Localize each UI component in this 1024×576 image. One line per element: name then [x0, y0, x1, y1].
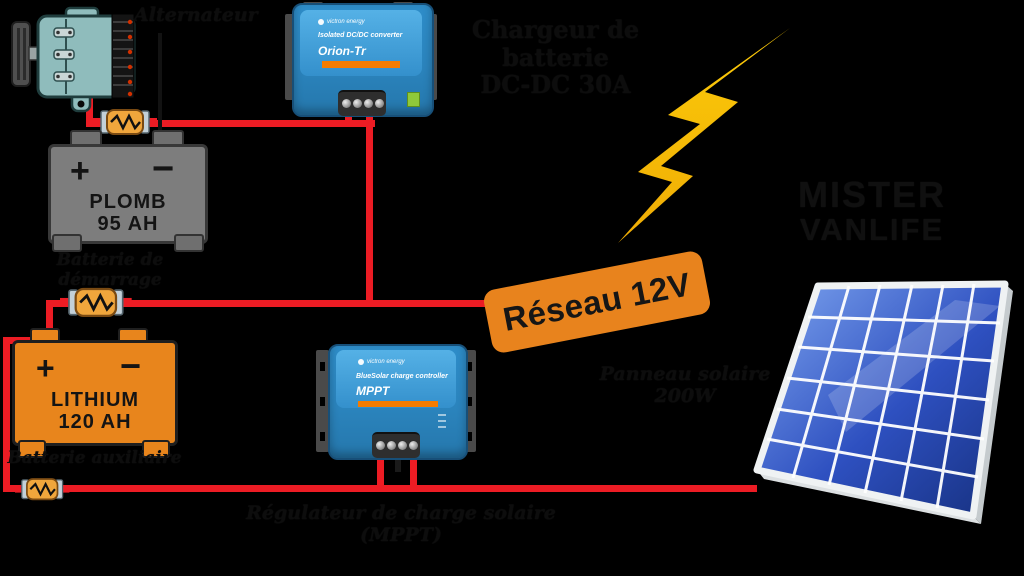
- logo-line2: VANLIFE: [799, 211, 945, 247]
- device-model: MPPT: [356, 384, 390, 398]
- victron-logo-icon: [358, 359, 364, 365]
- wire-mppt-pv-drop: [410, 454, 417, 488]
- victron-brand: victron energy: [318, 19, 365, 25]
- bracket-hole: [320, 397, 325, 406]
- minus-sign: −: [152, 148, 175, 190]
- brand-text: victron energy: [327, 19, 365, 25]
- battery-name: PLOMB: [89, 191, 167, 213]
- solar-label-line2: 200W: [654, 384, 716, 407]
- solar-label-line1: Panneau solaire: [599, 363, 771, 385]
- wire-lithium-plus-drop: [46, 300, 53, 336]
- victron-brand: victron energy: [358, 359, 405, 365]
- orion-dcdc-converter: victron energy Isolated DC/DC converter …: [285, 2, 437, 117]
- badge-label: Réseau 12V: [481, 249, 713, 355]
- device-subtitle: BlueSolar charge controller: [356, 373, 448, 380]
- mounting-bracket: [316, 350, 329, 452]
- wire-top-main: [86, 120, 375, 127]
- wire-mppt-battery-drop: [377, 454, 384, 488]
- battery-foot: [142, 440, 170, 458]
- orange-stripe: [322, 61, 400, 68]
- aux-battery-label: Batterie auxiliaire: [7, 448, 182, 468]
- bracket-hole: [320, 432, 325, 441]
- wire-mid-main: [52, 300, 490, 307]
- wire-orion-to-12v: [366, 110, 373, 306]
- terminal-screw: [398, 441, 407, 450]
- battery-capacity: 95 AH: [97, 213, 159, 235]
- terminal-screw: [342, 99, 351, 108]
- title-line1: Chargeur de batterie: [471, 15, 640, 72]
- victron-logo-icon: [318, 19, 324, 25]
- label-sticker: [407, 92, 420, 107]
- orange-stripe: [358, 401, 438, 407]
- plus-sign: +: [70, 152, 90, 190]
- terminal-screw: [375, 99, 384, 108]
- mppt-label: Régulateur de charge solaire (MPPT): [246, 502, 556, 546]
- auxiliary-battery: + − LITHIUM 120 AH: [12, 328, 178, 458]
- battery-foot: [52, 234, 82, 252]
- mounting-ear: [285, 14, 295, 100]
- terminal-screw: [353, 99, 362, 108]
- wire-bottom-main: [3, 485, 757, 492]
- battery-foot: [174, 234, 204, 252]
- terminal-screw: [376, 441, 385, 450]
- fuse-icon: [15, 478, 70, 501]
- diagram-title: Chargeur de batterie DC-DC 30A: [438, 16, 673, 99]
- alternator-label: Alternateur: [134, 4, 258, 26]
- battery-capacity: 120 AH: [58, 411, 132, 433]
- solar-panel-icon: [753, 280, 1013, 524]
- terminal-screw: [364, 99, 373, 108]
- brand-text: victron energy: [367, 359, 405, 365]
- reseau-12v-badge: Réseau 12V: [481, 249, 713, 355]
- battery-body: [12, 340, 178, 446]
- solar-panel-label: Panneau solaire 200W: [590, 363, 780, 408]
- title-line2: DC-DC 30A: [480, 70, 631, 100]
- fuse-icon: [93, 109, 157, 135]
- battery-name: LITHIUM: [50, 389, 140, 411]
- device-subtitle: Isolated DC/DC converter: [318, 32, 403, 39]
- bracket-hole: [467, 432, 472, 441]
- logo-line1: MISTER: [797, 174, 946, 215]
- fuse-icon: [60, 287, 132, 318]
- minus-sign: −: [120, 345, 142, 386]
- mppt-charge-controller: victron energy BlueSolar charge controll…: [316, 342, 476, 460]
- plus-sign: +: [36, 350, 55, 386]
- bracket-hole: [467, 362, 472, 371]
- terminal-block: [338, 90, 386, 116]
- device-model: Orion-Tr: [318, 44, 366, 58]
- device-facia: [336, 350, 456, 408]
- battery-foot: [18, 440, 46, 458]
- terminal-screw: [387, 441, 396, 450]
- terminal-block: [372, 432, 420, 458]
- indicator-marks: [438, 414, 446, 428]
- battery-body: [48, 144, 208, 244]
- alternator-icon: [11, 6, 136, 113]
- bracket-hole: [467, 397, 472, 406]
- wire-ground-negative: [158, 33, 162, 133]
- wire-mppt-negative-stub: [395, 454, 401, 472]
- starter-battery: + − PLOMB 95 AH: [48, 130, 208, 254]
- bracket-hole: [320, 362, 325, 371]
- mister-vanlife-logo: MISTER VANLIFE: [770, 176, 974, 246]
- wire-left-vertical: [3, 337, 10, 490]
- starter-battery-label: Batterie de démarrage: [56, 250, 164, 290]
- terminal-screw: [409, 441, 418, 450]
